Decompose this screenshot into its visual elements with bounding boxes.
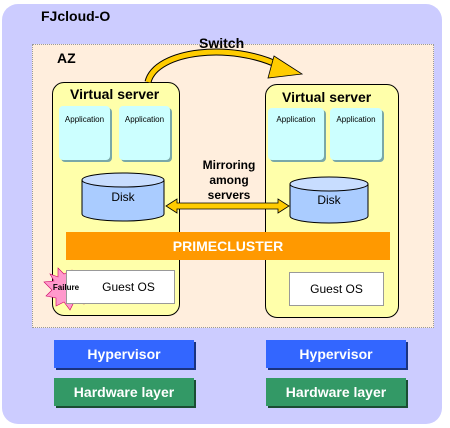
primecluster-label: PRIMECLUSTER (172, 238, 284, 254)
right-disk-icon (289, 176, 369, 224)
mirroring-line-3: servers (207, 188, 251, 202)
left-app-1-label: Application (64, 115, 105, 124)
right-disk-label: Disk (317, 193, 341, 207)
right-app-1 (268, 108, 324, 160)
right-app-1-label: Application (276, 115, 316, 124)
left-app-2 (119, 106, 170, 160)
primecluster-bar: PRIMECLUSTER (66, 232, 390, 260)
left-disk-label: Disk (111, 190, 135, 204)
right-hardware-label: Hardware layer (285, 384, 387, 400)
right-guest-os: Guest OS (289, 272, 384, 306)
right-app-2 (330, 108, 382, 160)
failure-label: Failure (52, 283, 80, 292)
left-disk-icon (81, 172, 165, 222)
right-app-2-label: Application (336, 115, 376, 124)
mirroring-line-1: Mirroring (202, 158, 256, 172)
az-label: AZ (57, 50, 76, 66)
left-hypervisor-label: Hypervisor (87, 346, 161, 362)
switch-label: Switch (199, 35, 245, 51)
cloud-title: FJcloud-O (41, 8, 111, 24)
left-app-1 (59, 106, 110, 160)
switch-arrow-icon (144, 48, 304, 84)
left-hardware-label: Hardware layer (73, 384, 175, 400)
left-hypervisor-bar: Hypervisor (54, 340, 194, 368)
mirroring-arrow-icon (165, 198, 290, 214)
right-hypervisor-label: Hypervisor (299, 346, 373, 362)
right-guest-os-label: Guest OS (310, 282, 363, 296)
right-server-title: Virtual server (282, 89, 372, 105)
left-app-2-label: Application (124, 115, 165, 124)
mirroring-label: Mirroring among servers (196, 158, 262, 203)
left-guest-os-label: Guest OS (102, 280, 155, 294)
right-hardware-bar: Hardware layer (266, 378, 406, 406)
left-hardware-bar: Hardware layer (54, 378, 194, 406)
mirroring-line-2: among (209, 173, 249, 187)
left-server-title: Virtual server (70, 86, 160, 102)
left-guest-os: Guest OS (66, 270, 175, 304)
right-hypervisor-bar: Hypervisor (266, 340, 406, 368)
